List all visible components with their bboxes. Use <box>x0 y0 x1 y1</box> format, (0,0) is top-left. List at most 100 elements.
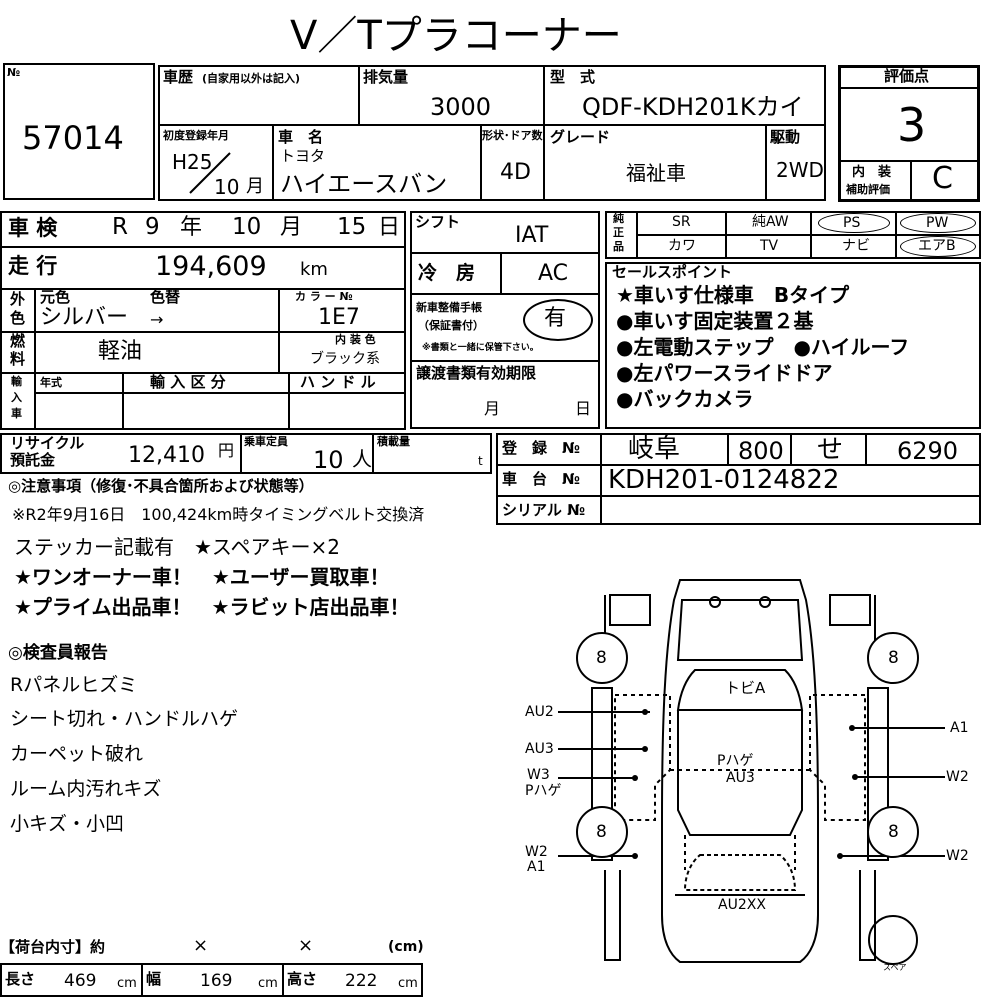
manual-note: ※書類と一緒に保管下さい。 <box>422 343 539 353</box>
load-unit: t <box>478 454 483 468</box>
selling-point: ●左パワースライドドア <box>616 361 833 385</box>
left-note: AU2 <box>525 704 554 720</box>
color-arrow: → <box>150 310 164 329</box>
inspection-label: 車 検 <box>8 216 58 240</box>
selling-points-label: セールスポイント <box>612 263 733 281</box>
fuel-value: 軽油 <box>98 339 143 364</box>
cargo-width: 169 <box>200 971 233 991</box>
selling-point: ●バックカメラ <box>616 387 754 411</box>
mileage-unit: km <box>300 259 328 280</box>
inspector-item: 小キズ・小凹 <box>10 813 125 835</box>
right-note: W2 <box>946 848 969 864</box>
cargo-length-label: 長さ <box>5 970 36 988</box>
transfer-label: 譲渡書類有効期限 <box>416 364 537 382</box>
shift-label: シフト <box>415 213 461 231</box>
date-slash <box>189 152 231 194</box>
transfer-day-unit: 日 <box>575 399 592 418</box>
selling-point: ★車いす仕様車 Bタイプ <box>616 283 850 307</box>
left-note: Pハゲ <box>525 783 562 799</box>
cargo-unit: (cm) <box>388 939 424 955</box>
chassis-label: 車 台 № <box>502 470 581 488</box>
center-note-1: Pハゲ <box>717 753 754 769</box>
chassis-value: KDH201-0124822 <box>608 465 840 495</box>
recycle-value: 12,410 <box>128 443 205 468</box>
genuine-tv: TV <box>760 238 779 254</box>
tire-rear-right: 8 <box>888 822 899 842</box>
grade-label: グレード <box>550 128 611 146</box>
fuel-label-1: 燃 <box>10 332 26 350</box>
cargo-height-label: 高さ <box>287 970 318 988</box>
cargo-length-unit: cm <box>117 976 137 991</box>
inspector-item: シート切れ・ハンドルハゲ <box>10 708 239 730</box>
inspector-heading: ◎検査員報告 <box>8 643 108 663</box>
selling-point: ●車いす固定装置２基 <box>616 309 814 333</box>
notes-line: ★ワンオーナー車！ ★ユーザー買取車！ <box>14 565 390 589</box>
registration-region: 岐阜 <box>628 434 681 464</box>
first-reg-month-unit: 月 <box>246 176 264 197</box>
genuine-navi: ナビ <box>842 238 870 254</box>
score-value: 3 <box>897 98 927 152</box>
ac-label: 冷 房 <box>418 262 476 284</box>
color-value: シルバー <box>40 305 129 330</box>
color-change-label: 色替 <box>150 288 181 306</box>
cargo-label: 【荷台内寸】約 <box>0 938 106 956</box>
notes-line: ※R2年9月16日 100,424km時タイミングベルト交換済 <box>12 505 425 524</box>
registration-class: 800 <box>738 437 784 465</box>
lot-label: № <box>7 66 21 79</box>
registration-number: 6290 <box>897 437 959 465</box>
selling-point: ●左電動ステップ ●ハイルーフ <box>616 335 910 359</box>
inspector-item: カーペット破れ <box>10 743 144 765</box>
mileage-label: 走 行 <box>8 254 58 278</box>
import-label-2: 入 <box>11 391 22 404</box>
model-label: 型 式 <box>550 68 596 86</box>
inspection-year: 9 <box>145 214 160 240</box>
notes-line: ★プライム出品車！ ★ラビット店出品車！ <box>14 595 410 619</box>
capacity-unit: 人 <box>352 447 372 471</box>
selling-points-box <box>605 262 981 429</box>
interior-sub-label: 補助評価 <box>846 183 890 196</box>
displacement-label: 排気量 <box>363 68 409 86</box>
color-code: 1E7 <box>318 305 360 330</box>
cargo-height-unit: cm <box>398 976 418 991</box>
score-label: 評価点 <box>884 67 930 85</box>
main-left-box <box>0 211 406 430</box>
color-code-label: カ ラ ー № <box>295 290 353 303</box>
left-note: W3 <box>527 767 550 783</box>
body-value: 4D <box>500 160 531 185</box>
cargo-x1: × <box>193 935 209 956</box>
model-value: QDF-KDH201Kカイ <box>582 93 804 121</box>
car-maker: トヨタ <box>280 147 326 165</box>
genuine-label-1: 純 <box>613 212 624 225</box>
history-sub: (自家用以外は記入) <box>202 72 301 85</box>
grade-value: 福祉車 <box>626 161 686 185</box>
tire-front-right: 8 <box>888 648 899 668</box>
cargo-x2: × <box>298 935 314 956</box>
capacity-label: 乗車定員 <box>244 435 288 448</box>
first-reg-label: 初度登録年月 <box>163 129 229 142</box>
import-year-label: 年式 <box>40 376 62 389</box>
first-reg-month: 10 <box>214 175 240 199</box>
interior-color-value: ブラック系 <box>310 351 380 367</box>
shift-value: IAT <box>515 223 549 248</box>
tire-front-left: 8 <box>596 648 607 668</box>
inspection-month: 10 <box>232 214 262 240</box>
recycle-sub-label: 預託金 <box>10 451 56 469</box>
registration-box <box>496 433 981 525</box>
original-color-label: 元色 <box>40 288 71 306</box>
exterior-color-label-2: 色 <box>10 309 26 327</box>
vehicle-diagram <box>558 579 945 965</box>
recycle-box <box>0 433 492 474</box>
inspection-year-unit: 年 <box>180 215 203 240</box>
drive-value: 2WD <box>776 158 824 182</box>
genuine-airbag-oval <box>900 236 976 257</box>
right-note: W2 <box>946 769 969 785</box>
genuine-ps-oval <box>818 213 890 233</box>
genuine-aw: 純AW <box>752 214 789 230</box>
center-note-2: AU3 <box>726 770 755 786</box>
inspection-month-unit: 月 <box>280 215 303 240</box>
inspection-day-unit: 日 <box>378 215 401 240</box>
score-box <box>838 65 980 202</box>
fuel-label-2: 料 <box>10 350 26 368</box>
recycle-label: リサイクル <box>10 434 85 452</box>
first-reg-year: H25 <box>172 150 213 174</box>
